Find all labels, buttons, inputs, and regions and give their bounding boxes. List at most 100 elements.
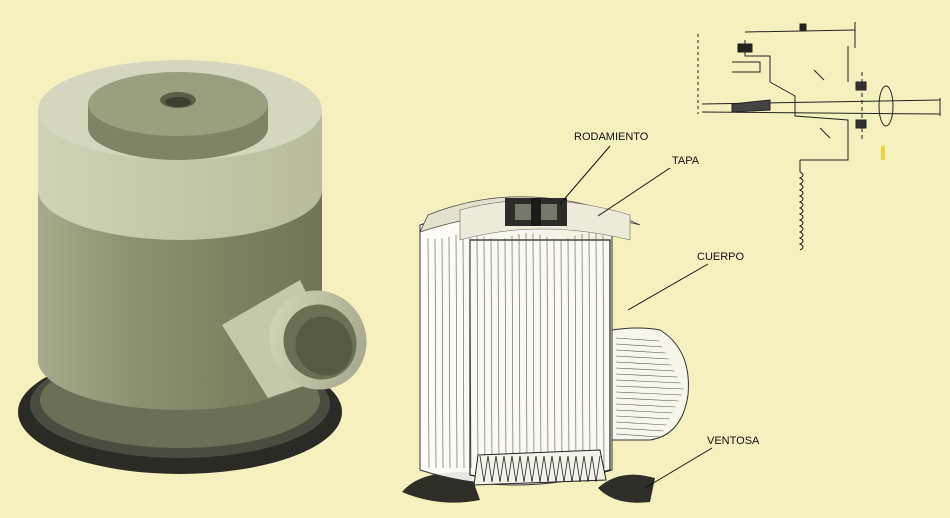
hatch-line [532,233,535,469]
zigzag-line [487,455,493,483]
hatch-mark-1 [813,69,825,81]
hatch-line [553,238,556,469]
zigzag-line [563,455,569,483]
center-hole-inner [165,97,191,107]
zigzag-line [591,455,597,483]
label-tapa: TAPA [672,155,700,167]
outlet-hatch-line [615,409,673,414]
zigzag-line [567,455,573,483]
hatch-line [525,233,528,469]
bearing-top [855,81,867,91]
outlet-hatch-line [615,421,667,426]
zigzag-line [543,455,549,483]
leader-rodamiento [559,145,611,205]
hatch-mark-2 [819,127,831,139]
hatch-line [539,234,542,469]
shaft-bottom [701,111,941,115]
cutaway-drawing: RODAMIENTO TAPA CUERPO VENTOSA [402,131,760,503]
outlet-hatch-line [615,415,670,420]
hatch-line [455,234,458,469]
zigzag-line [515,455,521,483]
bottom-zigzag [479,455,601,483]
zigzag-line [587,455,593,483]
zigzag-line [511,455,517,483]
zigzag-line [551,455,557,483]
hatch-line [581,233,584,469]
hatch-line [511,236,514,469]
outlet-hatch-line [615,337,660,342]
hatch-line [504,238,507,469]
hatch-line [434,238,437,469]
outlet-body [611,327,689,441]
label-rodamiento: RODAMIENTO [574,131,649,143]
zigzag-line [507,455,513,483]
shaft-ring [878,85,894,127]
outlet-hatch-line [615,349,666,354]
zigzag-line [523,455,529,483]
dim-marker [799,23,807,31]
zigzag-line [571,455,577,483]
dim-line-top [744,29,856,33]
hatch-line [546,237,549,469]
hatch-line [497,238,500,469]
outlet-hatching [615,337,684,438]
hatch-line [441,238,444,469]
outlet-hatch-line [615,385,684,390]
leader-ventosa [644,447,713,489]
outlet-hatch-line [615,367,675,372]
shaded-model [18,60,367,474]
hatch-line [462,233,465,469]
yellow-marker [881,146,885,160]
hatch-line [560,238,563,469]
zigzag-line [559,455,565,483]
hatch-line [588,233,591,469]
hatch-line [448,236,451,469]
outlet-hatch-line [615,379,681,384]
hatch-line [518,234,521,469]
hatch-line [574,235,577,469]
zigzag-line [539,455,545,483]
section-detail [697,22,941,251]
hatch-line [602,235,605,469]
outlet-hatch-line [615,403,676,408]
outlet-hatch-line [615,355,669,360]
bracket [732,61,761,73]
zigzag-line [495,455,501,483]
leader-tapa [597,167,671,217]
outlet-hatch-line [615,391,682,396]
hatch-line [483,236,486,469]
zigzag-line [503,455,509,483]
zigzag-line [583,455,589,483]
label-cuerpo: CUERPO [697,251,745,263]
zigzag-line [519,455,525,483]
zigzag-line [547,455,553,483]
outlet-hatch-line [615,397,679,402]
outlet-hatch-line [615,433,661,438]
hatch-line [490,238,493,469]
bearing-shaft [531,198,541,226]
zigzag-line [499,455,505,483]
outlet-hatch-line [615,343,663,348]
bearing-bottom [855,119,867,129]
zigzag-line [535,455,541,483]
zigzag-line [483,455,489,483]
zigzag-line [579,455,585,483]
zigzag-line [479,455,485,483]
zigzag-line [531,455,537,483]
spring [731,99,771,113]
bolt [737,43,753,53]
outlet-hatch-line [615,427,664,432]
body-hatching [427,233,605,469]
zigzag-line [527,455,533,483]
lower-wavy-wall [798,171,804,251]
zigzag-line [595,455,601,483]
label-ventosa: VENTOSA [707,435,760,447]
outlet-hatch-line [615,373,678,378]
hatch-line [567,237,570,469]
housing-profile [744,40,849,161]
zigzag-line [575,455,581,483]
hatch-line [595,233,598,469]
right-foot [598,474,655,503]
leader-cuerpo [627,263,709,311]
